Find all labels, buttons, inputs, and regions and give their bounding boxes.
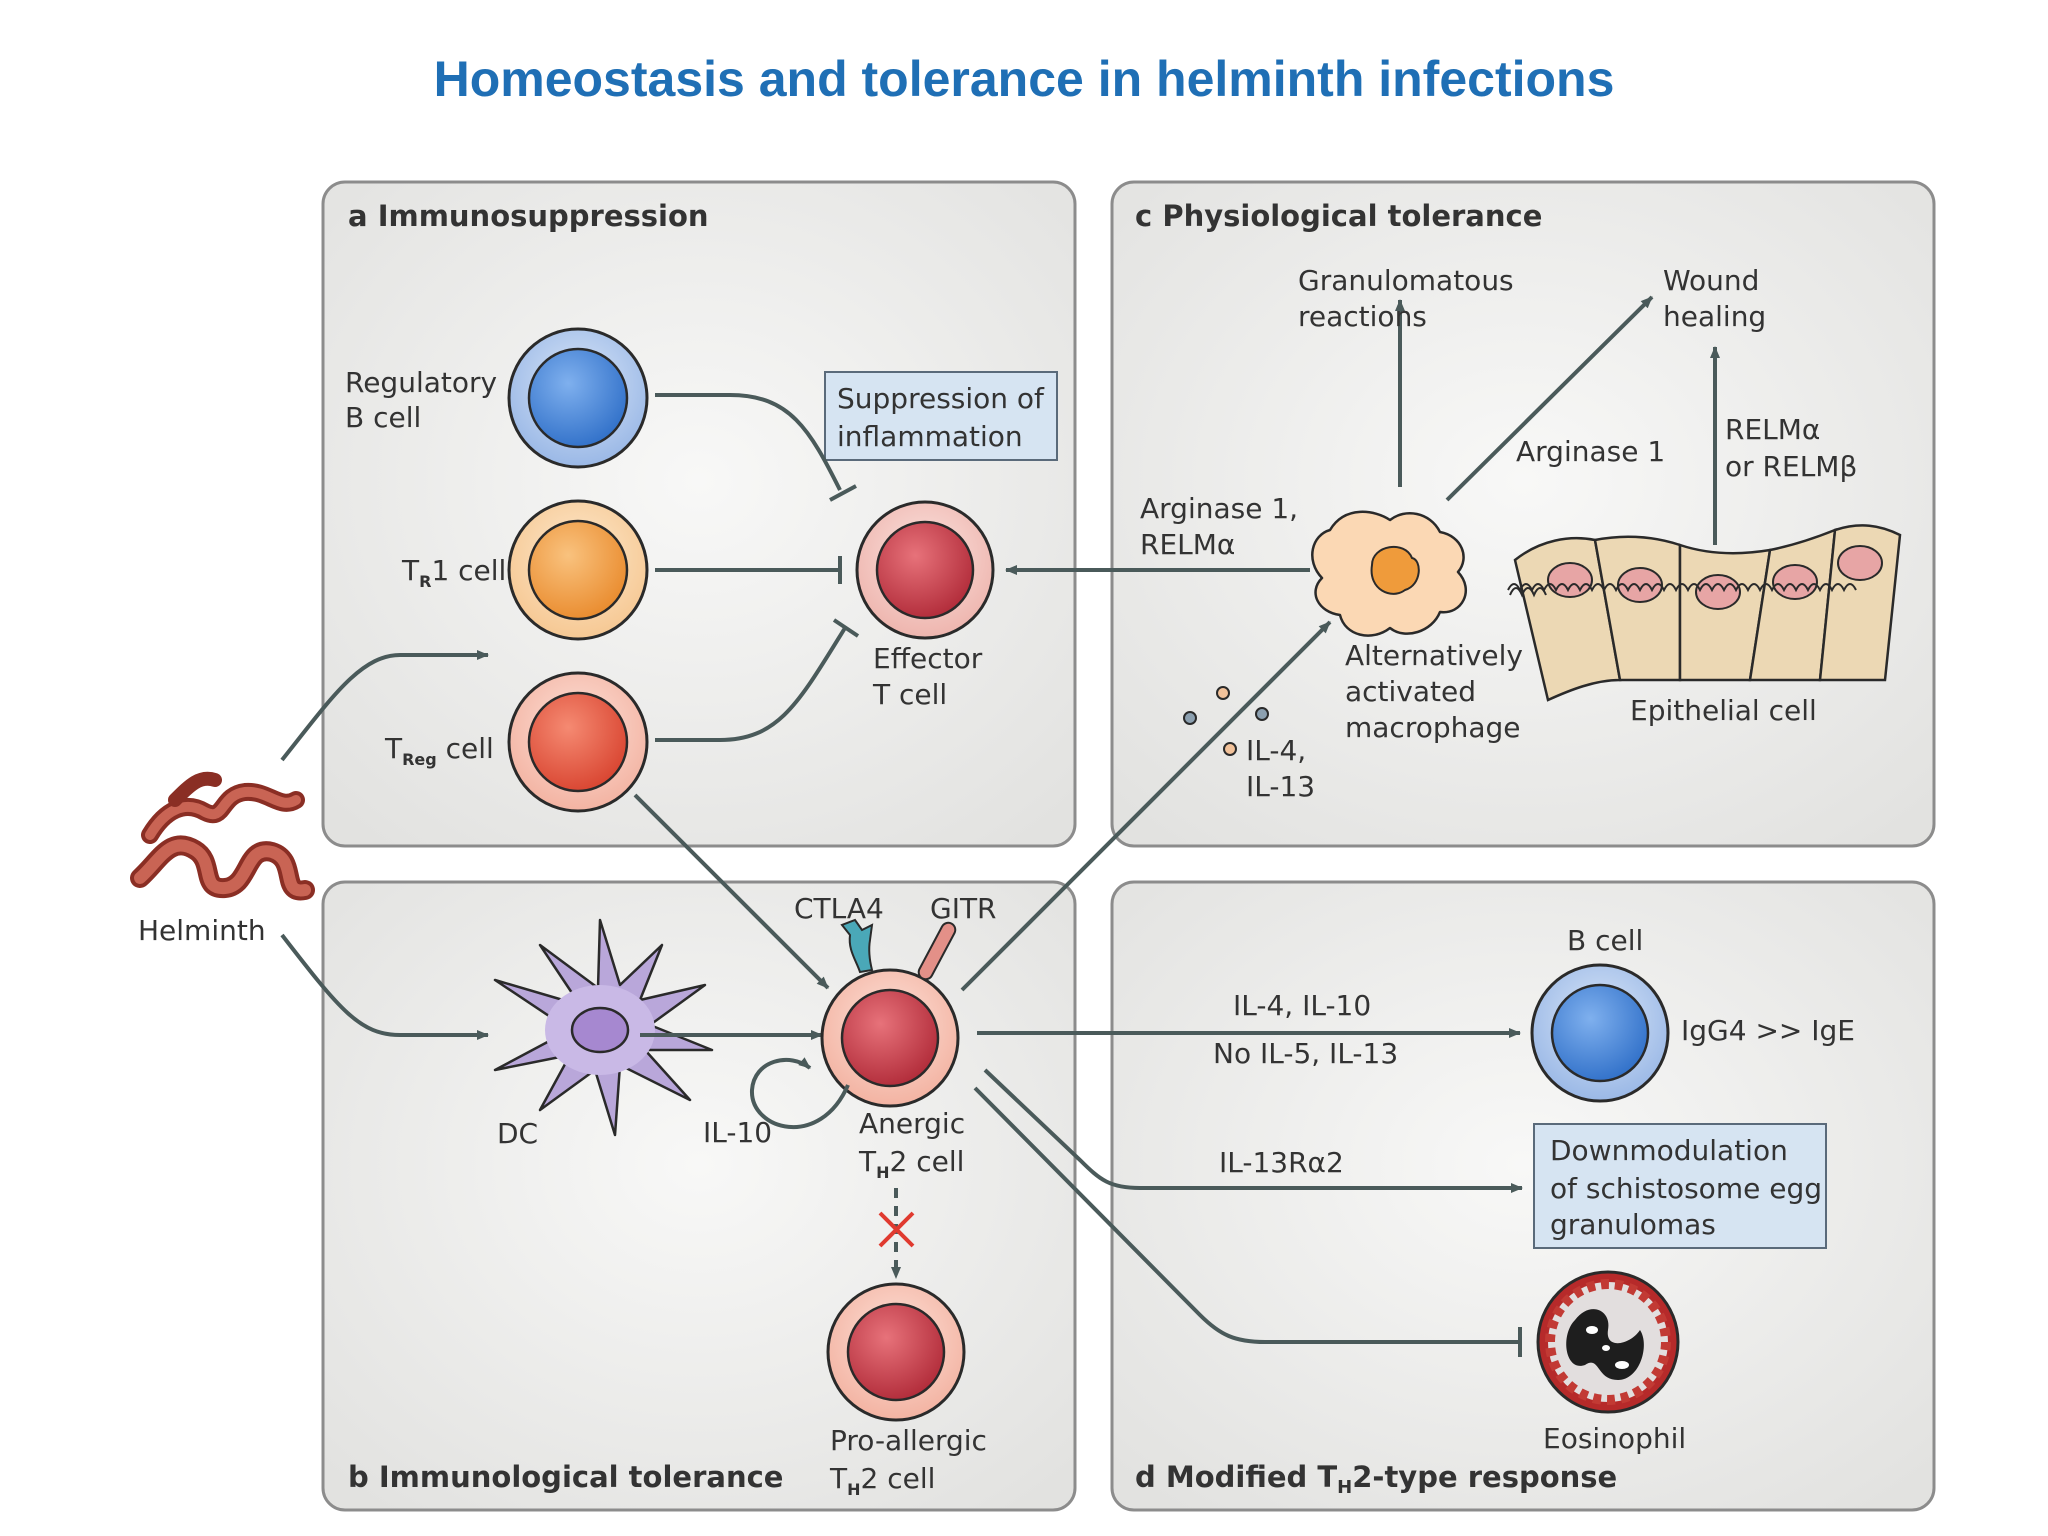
b-cell [1530,963,1670,1103]
no-il5-il13-label: No IL-5, IL-13 [1213,1037,1398,1070]
regulatory-b-cell [507,327,649,469]
helminth-label: Helminth [138,914,266,947]
arrow-anergic-to-downmodulation [983,1068,1523,1193]
gitr-receptor-icon [917,921,957,981]
wound-healing-label: Wound healing [1663,264,1768,333]
page-title: Homeostasis and tolerance in helminth in… [433,51,1615,107]
svg-text:Suppression of inflammat: Suppression of inflammation [837,382,1053,453]
tr1-cell [507,499,649,641]
dc-label: DC [497,1117,538,1150]
inhibit-regb-effector [655,393,842,491]
b-cell-label: B cell [1567,924,1643,957]
epithelial-cell-label: Epithelial cell [1630,694,1817,727]
svg-text:Downmodulation of schist: Downmodulation of schistosome egg granul… [1550,1134,1831,1241]
gitr-label: GITR [930,892,997,925]
inhibit-treg-bar [832,618,860,638]
inhibit-treg-effector [655,626,847,742]
arginase1-label: Arginase 1 [1516,435,1665,468]
il4-il10-label: IL-4, IL-10 [1233,989,1371,1022]
inhibit-anergic-to-eosinophil [973,1086,1518,1344]
regulatory-b-cell-label: Regulatory B cell [345,366,506,434]
relm-label: RELMα or RELMβ [1725,413,1857,483]
inhibit-regb-bar [829,484,857,502]
panel-b-title: b Immunological tolerance [348,1460,783,1494]
il10-autocrine-loop [749,1057,850,1129]
arginase-relm-label: Arginase 1, RELMα [1140,492,1307,561]
anergic-th2-cell [820,968,960,1108]
il10-label: IL-10 [703,1116,772,1149]
panel-a-title: a Immunosuppression [348,199,709,233]
anergic-th2-label: Anergic TH2 cell [858,1107,974,1182]
panel-b [321,880,1077,1512]
arrow-helminth-to-panel-a [280,650,489,762]
arrow-macrophage-to-wound [1445,295,1654,502]
ctla4-label: CTLA4 [794,892,884,925]
granulomatous-label: Granulomatous reactions [1298,264,1523,333]
effector-t-cell [855,500,995,640]
arrow-treg-to-anergic [633,793,830,990]
pro-allergic-th2-cell [826,1282,966,1422]
downmodulation-box: Downmodulation of schistosome egg granul… [1533,1123,1831,1249]
panel-a [321,180,1077,848]
pro-allergic-th2-label: Pro-allergic TH2 cell [829,1424,996,1499]
epithelial-cells-icon [1507,524,1902,702]
il4-il13-label: IL-4, IL-13 [1246,734,1315,803]
panel-d-title: d Modified TH2-type response [1135,1460,1617,1498]
panel-c-title: c Physiological tolerance [1135,199,1542,233]
arrow-anergic-to-macrophage [960,620,1332,992]
macrophage-label: Alternatively activated macrophage [1345,639,1532,744]
arrow-helminth-to-dc [280,933,489,1040]
igg4-label: IgG4 >> IgE [1681,1014,1855,1047]
blocked-cross-icon [878,1211,915,1248]
helminth-worm-icon [130,771,315,901]
eosinophil-cell-icon [1536,1270,1680,1414]
il13ra2-label: IL-13Rα2 [1219,1146,1344,1179]
cytokine-dots-icon [1183,686,1269,756]
macrophage-cell-icon [1311,510,1468,637]
panel-d [1110,880,1936,1512]
effector-t-cell-label: Effector T cell [872,642,991,711]
suppression-box: Suppression of inflammation [824,371,1058,461]
tr1-cell-label: TR1 cell [401,554,506,591]
treg-cell-label: TReg cell [384,732,494,769]
ctla4-receptor-icon [840,918,874,974]
dc-cell-icon [493,918,714,1137]
treg-cell [507,671,649,813]
eosinophil-label: Eosinophil [1543,1422,1686,1455]
